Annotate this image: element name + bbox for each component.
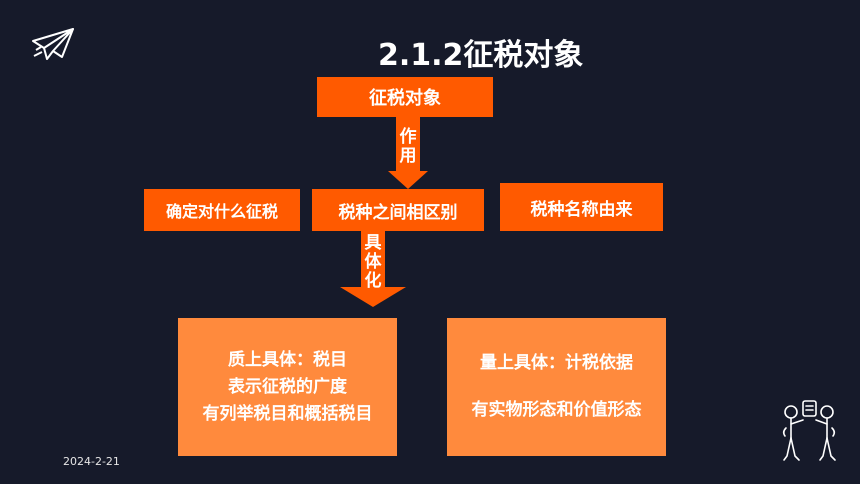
detail-tax-items: 质上具体：税目 表示征税的广度 有列举税目和概括税目 [178, 318, 397, 456]
slide-title: 2.1.2征税对象 [378, 38, 584, 73]
paper-plane-icon [32, 28, 74, 60]
detail-line: 质上具体：税目 [228, 349, 347, 370]
detail-line: 表示征税的广度 [228, 376, 347, 397]
arrow-label-function: 作 用 [397, 128, 419, 166]
arrow-down-icon [388, 117, 428, 189]
node-tax-object: 征税对象 [317, 77, 493, 117]
arrow-label-specify: 具 体 化 [362, 234, 384, 291]
arrow-down-icon [340, 231, 406, 307]
slide-date: 2024-2-21 [63, 455, 120, 468]
detail-tax-basis: 量上具体：计税依据 有实物形态和价值形态 [447, 318, 666, 456]
detail-line: 量上具体：计税依据 [480, 353, 633, 373]
detail-line: 有列举税目和概括税目 [202, 403, 373, 424]
arrow-label-char: 具 [364, 233, 382, 253]
arrow-label-char: 作 [399, 127, 417, 147]
arrow-label-char: 体 [364, 252, 382, 272]
node-tax-name-origin: 税种名称由来 [500, 183, 663, 231]
people-discussion-icon [782, 400, 836, 461]
arrow-label-char: 用 [399, 146, 417, 166]
arrow-label-char: 化 [364, 271, 382, 291]
node-distinguish-taxes: 税种之间相区别 [312, 189, 484, 231]
node-what-to-tax: 确定对什么征税 [144, 189, 300, 231]
detail-line: 有实物形态和价值形态 [471, 400, 642, 420]
